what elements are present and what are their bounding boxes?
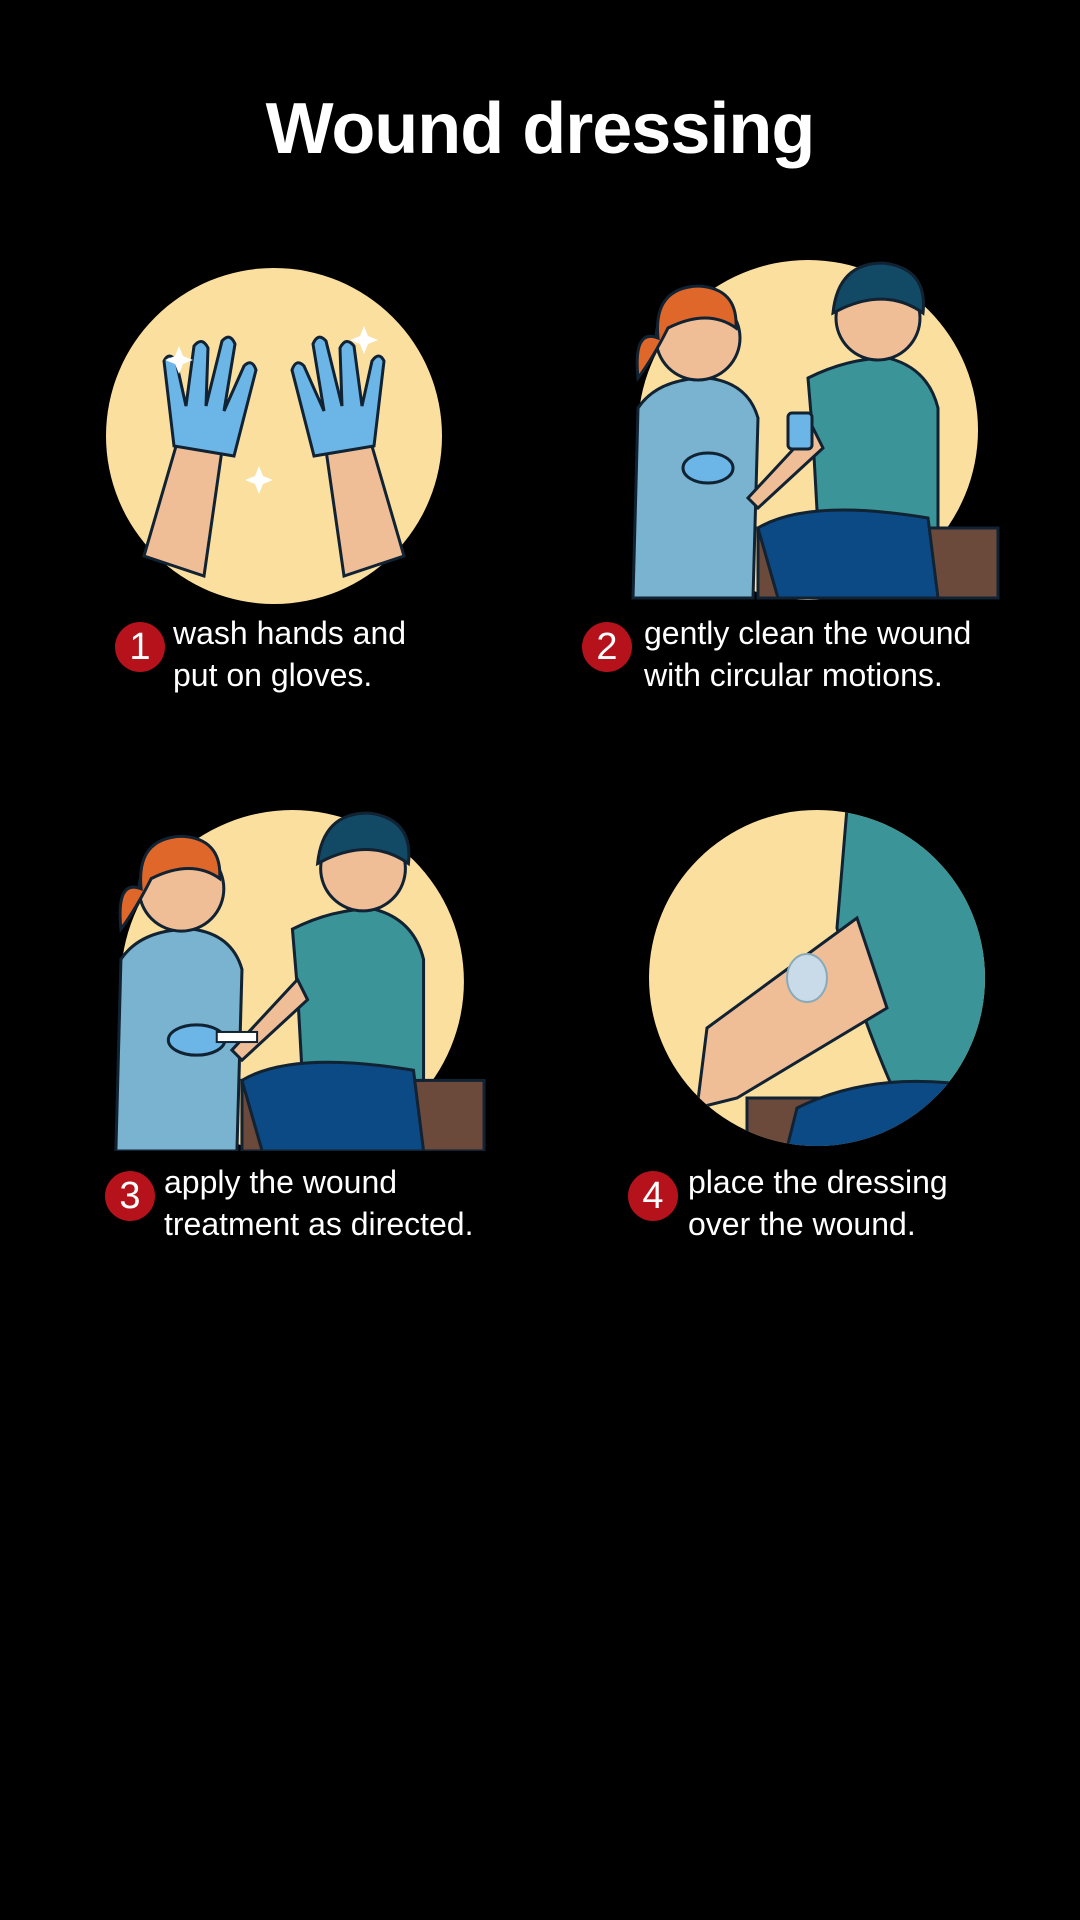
gloved-hands-icon <box>106 268 442 604</box>
step-1-badge: 1 <box>115 622 165 672</box>
step-3-line-1: apply the wound <box>164 1164 398 1200</box>
step-4-line-1: place the dressing <box>688 1164 948 1200</box>
step-4-badge: 4 <box>628 1171 678 1221</box>
nurse-applying-treatment-icon <box>114 810 486 1151</box>
step-2-badge: 2 <box>582 622 632 672</box>
page-title: Wound dressing <box>265 89 816 169</box>
step-4-line-2: over the wound. <box>688 1206 916 1242</box>
step-3-badge: 3 <box>105 1171 155 1221</box>
step-3-line-2: treatment as directed. <box>164 1206 474 1242</box>
step-3-text: apply the wound treatment as directed. <box>164 1161 473 1245</box>
step-1-line-1: wash hands and <box>173 615 407 651</box>
step-2-line-2: with circular motions. <box>644 657 943 693</box>
nurse-cleaning-wound-icon <box>631 260 1000 600</box>
step-1-line-2: put on gloves. <box>173 657 373 693</box>
step-2-text: gently clean the wound with circular mot… <box>644 612 971 696</box>
step-2-line-1: gently clean the wound <box>644 615 972 651</box>
step-1-text: wash hands and put on gloves. <box>173 612 406 696</box>
step-4-text: place the dressing over the wound. <box>688 1161 948 1245</box>
dressing-on-arm-icon <box>649 810 985 1146</box>
